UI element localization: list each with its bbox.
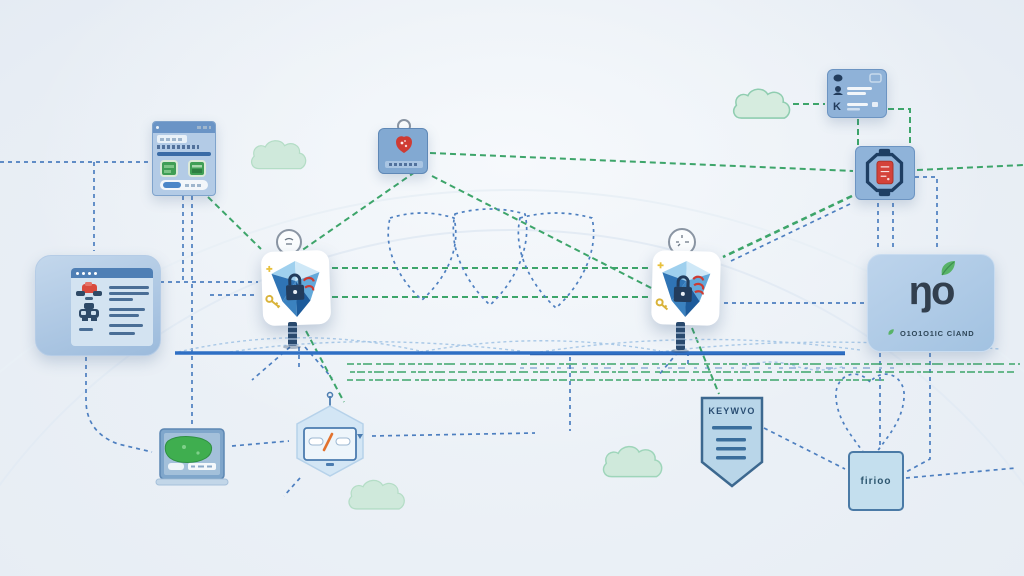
window-titlebar: [153, 122, 215, 133]
text-bar: [389, 163, 419, 166]
thumbnail-icons: [160, 160, 206, 177]
faceted-shield-icon: [655, 261, 711, 317]
text-bar: [157, 145, 199, 149]
router-hexagon: [291, 390, 369, 478]
map-blob-icon: [164, 436, 213, 463]
pole-base: [671, 349, 689, 353]
leaf-icon: [888, 328, 895, 335]
cpu-chip-icon: [865, 148, 904, 197]
text-bar: [185, 184, 203, 187]
green-thumbnail-icon: [188, 160, 206, 177]
window-dot: [94, 271, 97, 275]
robot-icons: [76, 282, 102, 321]
text-bar: [79, 328, 93, 331]
app-window: [152, 121, 216, 196]
window-dot: [156, 126, 159, 129]
green-connectors: [207, 103, 1024, 403]
contact-list-rows: K: [833, 73, 882, 113]
badge-outline-icon: [869, 73, 882, 83]
window-dot: [82, 271, 85, 275]
key-icon: [265, 294, 274, 303]
faceted-shield-icon: [265, 261, 320, 317]
divider: [157, 152, 211, 156]
text-bar: [109, 286, 149, 289]
pennant-icon: [700, 396, 764, 488]
guard-bot-2: [651, 250, 721, 326]
brand-tagline-row: O1O1O1IC ClAND: [868, 323, 994, 341]
secure-browser-card: [35, 255, 161, 356]
gear-icon: [833, 74, 843, 82]
red-shield-tag: [378, 128, 428, 174]
window-dot: [88, 271, 91, 275]
cloud-icon: [602, 445, 663, 478]
text-bar: [109, 324, 143, 327]
laptop-base: [155, 478, 229, 486]
padlock-icon: [288, 273, 302, 286]
pennant-label: KEYWVO: [708, 406, 756, 416]
red-scribble-icon: [302, 276, 315, 291]
primary-button: [163, 182, 181, 188]
k-glyph-icon: K: [833, 101, 841, 113]
gauge-icon: [303, 427, 357, 461]
brand-card: ŋo O1O1O1IC ClAND: [867, 254, 995, 352]
cpu-security-card: [855, 146, 915, 200]
key-icon: [655, 298, 664, 307]
window-controls: [197, 126, 211, 129]
text-bar: [109, 308, 145, 311]
stand-pole: [288, 322, 297, 346]
blue-connectors: [0, 161, 1017, 497]
dashed-shield-outlines: [387, 208, 905, 464]
browser-titlebar: [71, 268, 153, 278]
pseudo-text-lines: [347, 363, 1020, 381]
sparkle-icon: [657, 262, 664, 269]
button-bar: [160, 180, 208, 190]
brand-logo: ŋo: [908, 269, 956, 313]
cloud-icon: [732, 88, 791, 119]
dashboard-laptop: [154, 427, 230, 489]
backbone-line: [175, 351, 845, 356]
pole-base: [283, 345, 301, 349]
brand-tagline: O1O1O1IC ClAND: [899, 329, 975, 338]
tag-label: [385, 161, 423, 168]
window-dot: [76, 271, 79, 275]
dark-robot-icon: [84, 303, 94, 309]
background-arcs: [0, 189, 1024, 487]
green-thumbnail-icon: [160, 160, 178, 177]
needle-icon: [322, 432, 334, 452]
pill-button: [168, 463, 184, 470]
red-robot-icon: [82, 284, 97, 293]
red-scribble-icon: [692, 275, 705, 295]
padlock-icon: [676, 275, 690, 288]
keyword-pennant: KEYWVO: [700, 396, 764, 488]
title-block: [157, 135, 187, 143]
sparkle-icon: [266, 265, 273, 272]
red-shield-icon: [396, 136, 412, 153]
dashed-heart-outline: [835, 373, 905, 464]
cloud-icon: [251, 140, 307, 170]
browser-window: [71, 268, 153, 346]
cloud-icon: [348, 479, 405, 510]
text-bar: [109, 292, 149, 295]
red-chip-icon: [876, 160, 894, 185]
person-icon: [835, 86, 841, 92]
leaf-icon: [941, 261, 955, 276]
token-label: firioo: [860, 475, 892, 487]
stand-pole: [676, 322, 685, 350]
text-bar: [109, 314, 139, 317]
text-bar: [109, 298, 133, 301]
contact-list-card: K: [827, 69, 887, 118]
guard-bot-1: [260, 249, 332, 327]
text-bar: [109, 332, 135, 335]
arrow-down-icon: [357, 434, 363, 439]
text-bar: [160, 138, 182, 141]
token-card: firioo: [848, 451, 904, 511]
